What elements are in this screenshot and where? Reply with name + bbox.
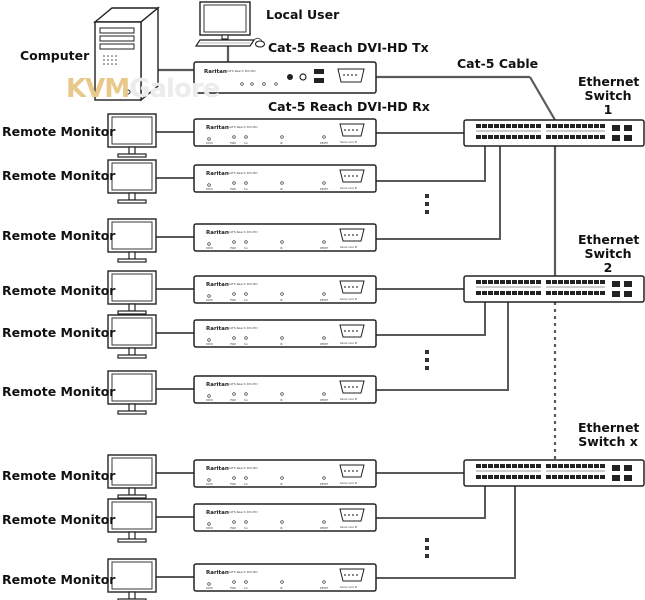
rx-extender-box (193, 459, 377, 488)
ethernet-switch-2-icon (463, 275, 645, 303)
computer-label: Computer (20, 48, 90, 63)
switch2-label: Ethernet Switch 2 (578, 232, 640, 275)
switchx-label: Ethernet Switch x (578, 420, 640, 449)
tx-extender-box: Raritan CATS Reach DVI-HD DDIO (193, 61, 377, 94)
remote-monitor-label: Remote Monitor (2, 572, 116, 587)
rx-link (376, 146, 486, 182)
more-receivers-ellipsis (425, 194, 429, 218)
more-receivers-ellipsis (425, 538, 429, 562)
tx-label: Cat-5 Reach DVI-HD Tx (268, 40, 429, 55)
remote-monitor-label: Remote Monitor (2, 468, 116, 483)
rx-extender-box (193, 375, 377, 404)
ethernet-switch-x-icon (463, 459, 645, 487)
remote-monitor-label: Remote Monitor (2, 384, 116, 399)
rx-link (376, 302, 509, 391)
svg-text:DDIO: DDIO (204, 87, 211, 91)
rx-link (376, 486, 516, 579)
cable-label: Cat-5 Cable (457, 56, 539, 71)
more-receivers-ellipsis (425, 350, 429, 374)
rx-extender-box (193, 275, 377, 304)
tx-to-switch1-cable (529, 76, 556, 121)
local-user-label: Local User (266, 7, 340, 22)
local-user-workstation-icon (194, 1, 266, 48)
rx-link (376, 146, 501, 240)
switch2-label-text: Ethernet Switch 2 (578, 232, 640, 275)
svg-text:CATS Reach DVI-HD: CATS Reach DVI-HD (226, 69, 256, 73)
rx-extender-box (193, 563, 377, 592)
remote-monitor-label: Remote Monitor (2, 283, 116, 298)
remote-monitor-label: Remote Monitor (2, 124, 116, 139)
switchx-label-text: Ethernet Switch x (578, 420, 640, 449)
computer-icon (93, 6, 160, 102)
rx-extender-box (193, 118, 377, 147)
rx-link (376, 302, 486, 336)
watermark-logo: KVMGalore (66, 74, 220, 104)
rx-extender-box (193, 503, 377, 532)
remote-monitor-label: Remote Monitor (2, 512, 116, 527)
remote-monitor-label: Remote Monitor (2, 168, 116, 183)
remote-monitor-label: Remote Monitor (2, 325, 116, 340)
ethernet-switch-1-icon (463, 119, 645, 147)
rx-extender-box (193, 319, 377, 348)
rx-label: Cat-5 Reach DVI-HD Rx (268, 99, 430, 114)
rx-extender-box (193, 164, 377, 193)
remote-monitor-label: Remote Monitor (2, 228, 116, 243)
watermark-part-1: KVM (66, 74, 130, 104)
rx-to-switch-lines (156, 131, 516, 579)
svg-text:Raritan: Raritan (204, 69, 227, 75)
watermark-part-2: Galore (129, 74, 220, 104)
rx-link (376, 486, 486, 519)
switch1-label-text: Ethernet Switch 1 (578, 74, 640, 117)
rx-extender-box (193, 223, 377, 252)
switch1-label: Ethernet Switch 1 (578, 74, 640, 117)
